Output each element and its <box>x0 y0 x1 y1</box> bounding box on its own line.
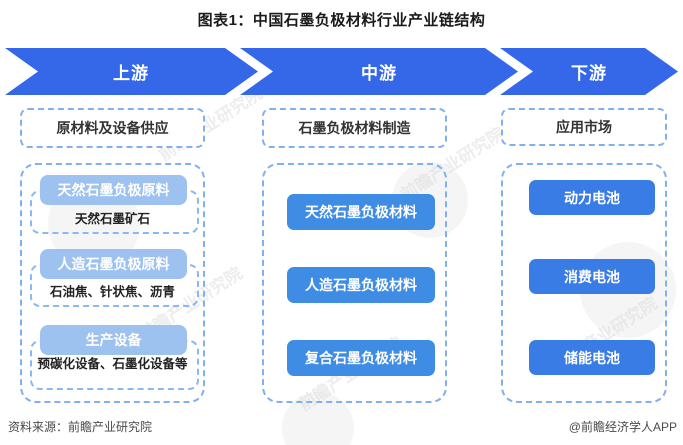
midstream-header-box: 石墨负极材料制造 <box>262 108 447 148</box>
upstream-group-3-detail: 预碳化设备、石墨化设备等 <box>37 357 188 371</box>
flow-label-midstream: 中游 <box>361 64 397 83</box>
upstream-group-1-detail: 天然石墨矿石 <box>74 212 150 226</box>
upstream-column: 天然石墨负极原料 天然石墨矿石 人造石墨负极原料 石油焦、针状焦、沥青 生产设备… <box>20 163 205 403</box>
upstream-group-3-title: 生产设备 <box>40 325 187 355</box>
downstream-header-box: 应用市场 <box>501 108 667 146</box>
source-note: 资料来源：前瞻产业研究院 <box>8 420 153 434</box>
midstream-item-composite: 复合石墨负极材料 <box>287 340 435 376</box>
flow-label-downstream: 下游 <box>571 64 607 83</box>
midstream-item-natural: 天然石墨负极材料 <box>287 194 435 230</box>
downstream-item-power-battery: 动力电池 <box>529 180 655 215</box>
upstream-group-3-title-label: 生产设备 <box>85 332 142 348</box>
flow-arrow-band <box>5 48 678 95</box>
upstream-group-1-title-label: 天然石墨负极原料 <box>57 182 170 198</box>
midstream-column: 天然石墨负极材料 人造石墨负极材料 复合石墨负极材料 <box>262 163 447 403</box>
midstream-item-artificial: 人造石墨负极材料 <box>287 267 435 303</box>
upstream-group-2-title: 人造石墨负极原料 <box>40 249 187 279</box>
midstream-item-artificial-label: 人造石墨负极材料 <box>305 277 417 293</box>
upstream-header-label: 原材料及设备供应 <box>56 120 169 136</box>
upstream-group-1-title: 天然石墨负极原料 <box>40 175 187 205</box>
chart-title: 图表1：中国石墨负极材料行业产业链结构 <box>197 12 486 29</box>
downstream-header-label: 应用市场 <box>556 119 612 135</box>
flow-arrow-midstream <box>240 48 518 95</box>
flow-arrow-downstream <box>500 48 678 95</box>
upstream-group-2-title-label: 人造石墨负极原料 <box>57 256 170 272</box>
downstream-item-storage-battery-label: 储能电池 <box>564 349 620 366</box>
downstream-item-power-battery-label: 动力电池 <box>564 189 620 206</box>
midstream-header-label: 石墨负极材料制造 <box>298 120 411 136</box>
credit-note: @前瞻经济学人APP <box>568 420 677 434</box>
midstream-item-composite-label: 复合石墨负极材料 <box>305 350 417 366</box>
flow-label-upstream: 上游 <box>113 64 149 83</box>
downstream-item-storage-battery: 储能电池 <box>529 340 655 375</box>
downstream-item-consumer-battery: 消费电池 <box>529 259 655 294</box>
midstream-item-natural-label: 天然石墨负极材料 <box>305 204 417 220</box>
downstream-column: 动力电池 消费电池 储能电池 <box>501 163 667 403</box>
upstream-header-box: 原材料及设备供应 <box>20 108 205 148</box>
upstream-group-2-detail: 石油焦、针状焦、沥青 <box>49 285 175 299</box>
flow-arrow-upstream <box>5 48 258 95</box>
downstream-item-consumer-battery-label: 消费电池 <box>564 268 620 285</box>
